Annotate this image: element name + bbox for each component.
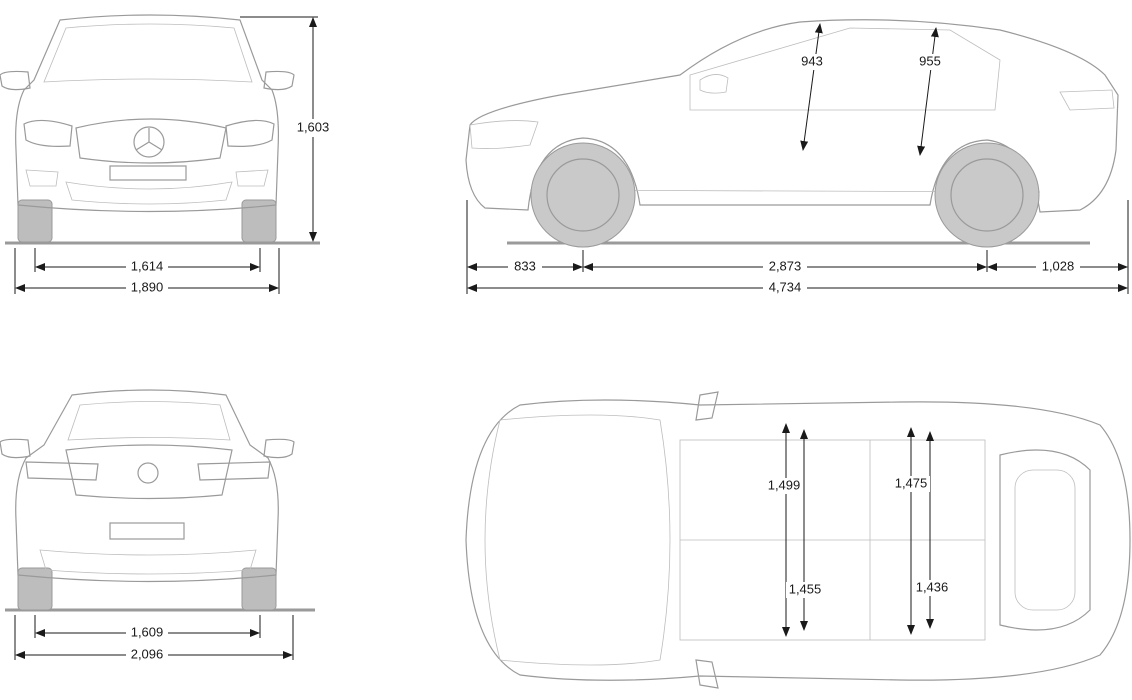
side-view: 943 955 833 2,873 1,028 4,734 (465, 19, 1129, 296)
front-elbow-label: 1,455 (789, 581, 822, 596)
wheelbase-label: 2,873 (769, 258, 802, 273)
rear-view: 1,609 2,096 (0, 389, 315, 663)
top-view: 1,499 1,455 1,475 1,436 (465, 391, 1131, 689)
front-view: 1,603 1,614 1,890 (0, 14, 332, 296)
front-track-label: 1,614 (131, 258, 164, 273)
front-shoulder-label: 1,499 (768, 477, 801, 492)
width-label: 1,890 (131, 279, 164, 294)
rear-overhang-label: 1,028 (1042, 258, 1075, 273)
rear-width-label: 2,096 (131, 646, 164, 661)
front-overhang-label: 833 (514, 258, 536, 273)
height-label: 1,603 (297, 119, 330, 134)
length-label: 4,734 (769, 279, 802, 294)
rear-elbow-label: 1,436 (916, 579, 949, 594)
rear-shoulder-label: 1,475 (895, 475, 928, 490)
rear-track-label: 1,609 (131, 624, 164, 639)
front-headroom-label: 943 (801, 53, 823, 68)
rear-headroom-label: 955 (919, 53, 941, 68)
